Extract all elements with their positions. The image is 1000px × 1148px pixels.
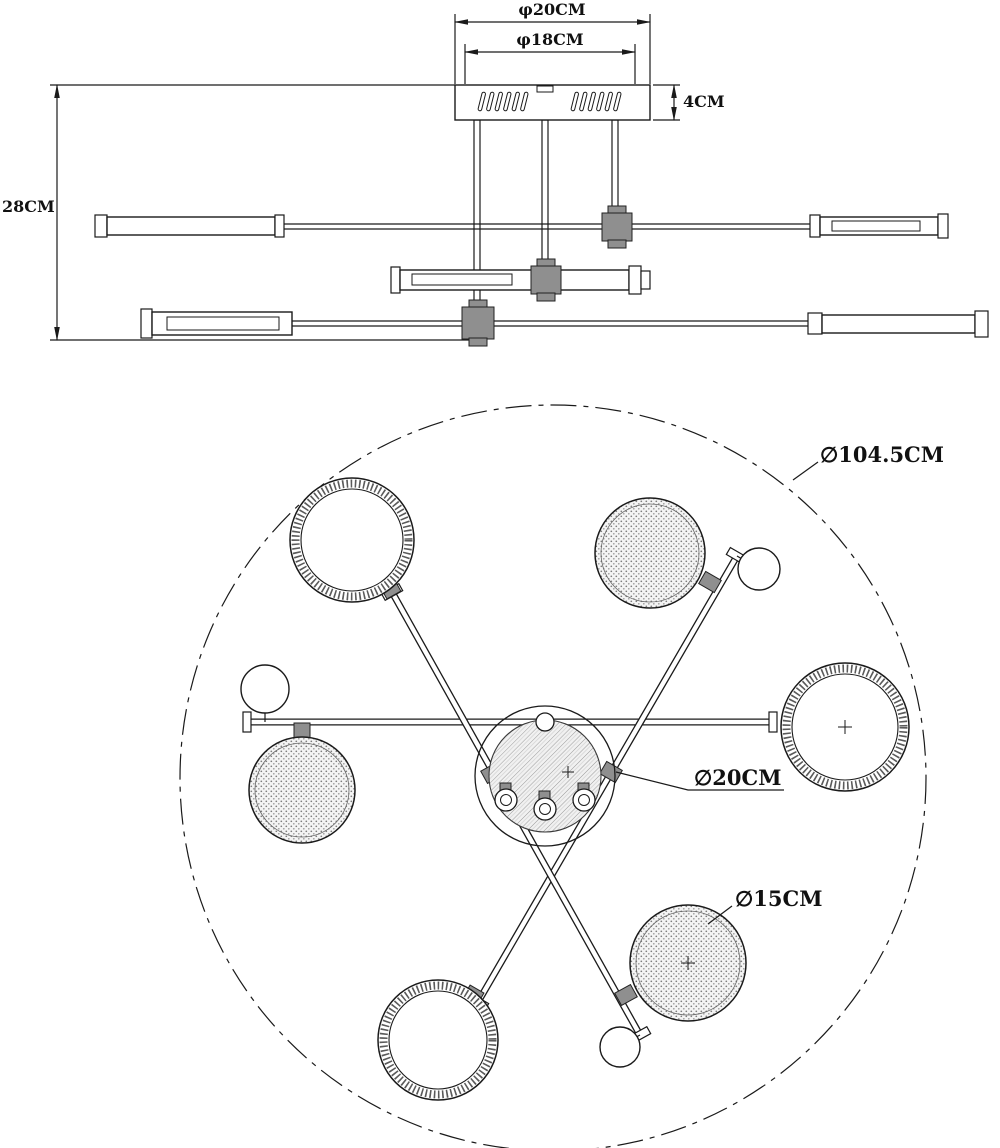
lamp-socket-left [494, 788, 518, 812]
ball-finial-left [240, 664, 290, 714]
plan-dimension-labels: ∅104.5CM ∅20CM ∅15CM [615, 442, 944, 925]
ball-finial-bottom [599, 1026, 641, 1068]
lamp-socket-right [572, 788, 596, 812]
shade-disc-top-right [594, 497, 706, 609]
dimension-canopy-height: 4CM [653, 84, 725, 121]
arm-middle [390, 265, 651, 295]
outer-diameter-label: φ20CM [518, 0, 585, 19]
shade-disc-left [248, 736, 356, 844]
arm-upper [94, 213, 949, 239]
arm-lower [140, 308, 989, 339]
shade-diameter-label: ∅15CM [735, 886, 822, 911]
overall-diameter-label: ∅104.5CM [820, 442, 944, 467]
vent-slots-left [477, 91, 529, 112]
shade-disc-right [780, 662, 910, 792]
vent-slots-right [570, 91, 622, 112]
connector-block-upper [601, 205, 633, 249]
canopy-height-label: 4CM [683, 92, 725, 111]
shade-disc-top-left [289, 477, 415, 603]
dimension-outer-diameter: φ20CM [454, 0, 651, 84]
rod-horizontal [242, 711, 778, 733]
inner-diameter-label: φ18CM [516, 30, 583, 49]
side-elevation-view: φ20CM φ18CM 28CM 4CM [2, 0, 989, 347]
connector-block-lower [461, 299, 495, 347]
lamp-socket-center [533, 797, 557, 821]
shade-disc-bottom-right [629, 904, 747, 1022]
shade-disc-bottom-left [377, 979, 499, 1101]
dimension-inner-diameter: φ18CM [464, 30, 636, 84]
dimension-drop-height: 28CM [2, 84, 487, 341]
ball-finials [240, 547, 781, 1068]
overall-diameter-circle [179, 404, 927, 1148]
drop-height-label: 28CM [2, 197, 55, 216]
connector-block-middle [530, 258, 562, 302]
canopy-diameter-label: ∅20CM [694, 765, 781, 790]
center-canopy [474, 705, 616, 847]
top-swivel-joint [535, 712, 555, 732]
plan-view: ∅104.5CM ∅20CM ∅15CM [179, 404, 944, 1148]
ball-finial-top-right [737, 547, 781, 591]
ceiling-canopy [454, 84, 651, 121]
